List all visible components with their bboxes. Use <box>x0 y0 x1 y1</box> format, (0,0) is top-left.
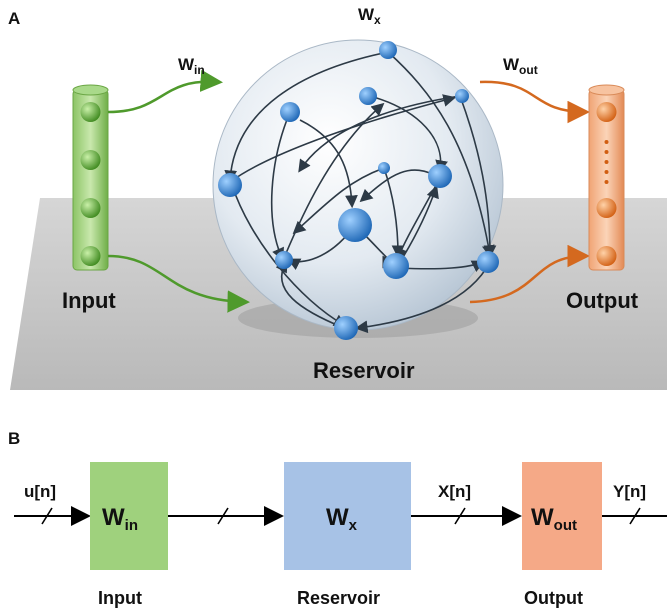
signal-u-label: u[n] <box>24 482 56 501</box>
output-box-label: Wout <box>531 504 577 534</box>
reservoir-node <box>218 173 242 197</box>
reservoir-box <box>284 462 411 570</box>
reservoir-node <box>383 253 409 279</box>
input-layer <box>72 84 109 271</box>
output-weight-arrow <box>479 80 590 124</box>
reservoir-nodes <box>218 41 499 340</box>
reservoir-node <box>428 164 452 188</box>
input-box <box>90 462 168 570</box>
panel-a-label: A <box>8 9 20 28</box>
output-node <box>596 246 617 266</box>
reservoir-node <box>359 87 377 105</box>
reservoir-node <box>338 208 372 242</box>
output-box <box>522 462 602 570</box>
reservoir-node <box>455 89 469 103</box>
output-layer <box>588 84 625 271</box>
output-node <box>596 198 617 218</box>
panel-b-label: B <box>8 429 20 448</box>
input-caption: Input <box>98 588 142 608</box>
input-node <box>80 102 101 122</box>
input-node <box>80 198 101 218</box>
output-weight-arrow <box>469 244 590 304</box>
input-weight-arrow <box>107 69 223 114</box>
reservoir-node <box>379 41 397 59</box>
reservoir-node <box>275 251 293 269</box>
reservoir-node <box>334 316 358 340</box>
reservoir-node <box>280 102 300 122</box>
w-out-label: Wout <box>503 55 538 77</box>
reservoir-node <box>477 251 499 273</box>
bus-slashes <box>41 507 641 525</box>
input-label: Input <box>62 288 116 313</box>
reservoir-label: Reservoir <box>313 358 415 383</box>
input-weight-arrow <box>107 254 250 313</box>
signal-x-label: X[n] <box>438 482 471 501</box>
input-node <box>80 246 101 266</box>
w-x-label: Wx <box>358 5 381 27</box>
output-node <box>596 102 617 122</box>
reservoir-caption: Reservoir <box>297 588 380 608</box>
input-box-label: Win <box>102 504 138 534</box>
reservoir-box-label: Wx <box>326 504 358 534</box>
input-node <box>80 150 101 170</box>
output-label: Output <box>566 288 639 313</box>
output-caption: Output <box>524 588 583 608</box>
reservoir-node <box>378 162 390 174</box>
signal-y-label: Y[n] <box>613 482 646 501</box>
w-in-label: Win <box>178 55 205 77</box>
